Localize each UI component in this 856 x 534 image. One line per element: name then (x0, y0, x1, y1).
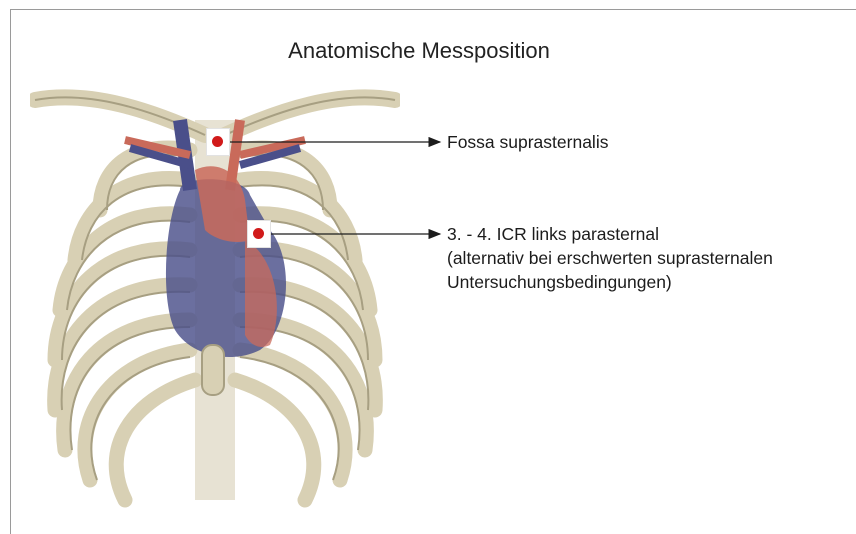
red-dot-icon (212, 136, 223, 147)
marker-fossa (206, 128, 230, 156)
label-icr-note-2: Untersuchungsbedingungen) (447, 271, 672, 294)
label-icr: 3. - 4. ICR links parasternal (447, 223, 659, 246)
marker-icr (247, 220, 271, 248)
red-dot-icon (253, 228, 264, 239)
label-fossa: Fossa suprasternalis (447, 131, 608, 154)
label-icr-note-1: (alternativ bei erschwerten suprasternal… (447, 247, 773, 270)
